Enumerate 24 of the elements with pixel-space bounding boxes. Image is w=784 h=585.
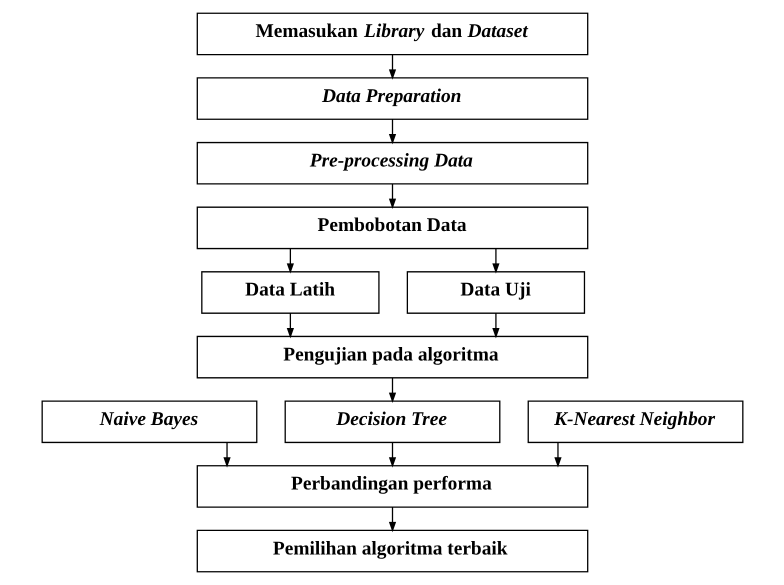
arrow	[388, 119, 396, 144]
node-box: Memasukan Library dan Dataset	[196, 12, 588, 56]
node-box: Decision Tree	[284, 400, 500, 444]
node-box: Data Preparation	[196, 77, 588, 120]
arrow	[492, 313, 500, 338]
arrow	[554, 442, 562, 468]
node-box: Naive Bayes	[41, 400, 257, 444]
node-box: Perbandingan performa	[196, 465, 588, 508]
arrow	[492, 248, 500, 274]
node-box: Pembobotan Data	[196, 206, 588, 250]
arrow	[286, 313, 294, 338]
arrow	[388, 184, 396, 210]
arrow	[388, 442, 396, 468]
node-box: Data Latih	[200, 271, 380, 314]
arrow	[388, 54, 396, 80]
node-box: Pemilihan algoritma terbaik	[196, 530, 588, 572]
arrow	[286, 248, 294, 274]
node-box: Data Uji	[406, 271, 585, 314]
arrow	[388, 378, 396, 403]
arrow	[388, 507, 396, 532]
arrow	[222, 442, 230, 468]
node-box: Pre-processing Data	[196, 142, 588, 185]
node-box: Pengujian pada algoritma	[196, 336, 588, 378]
node-box: K-Nearest Neighbor	[527, 400, 743, 444]
